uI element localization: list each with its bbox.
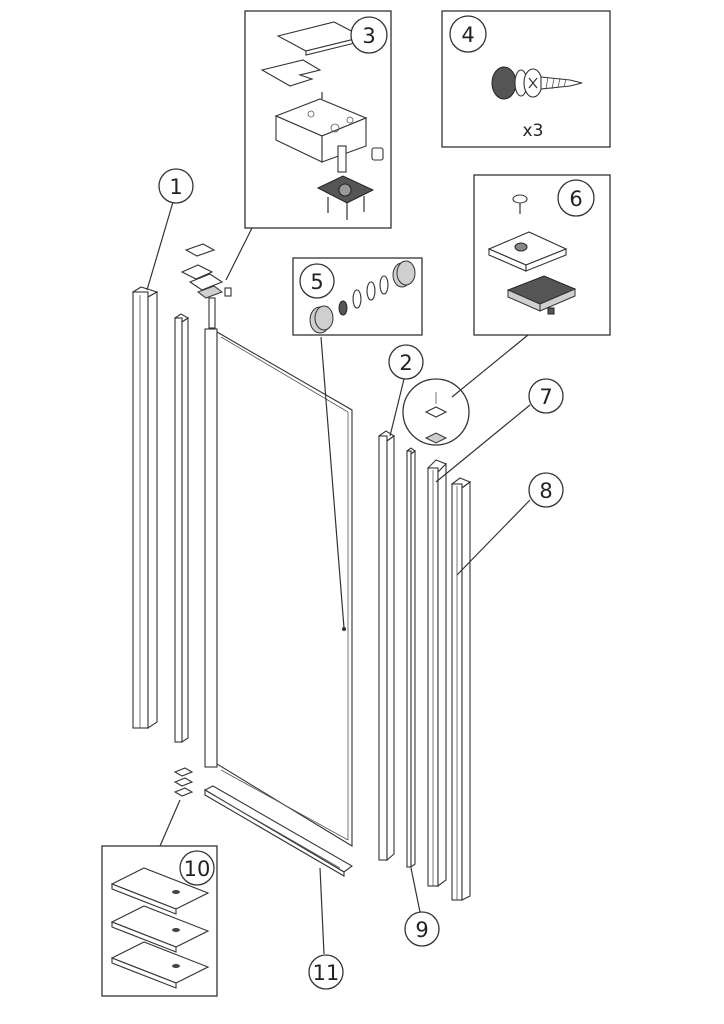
callout-5 (299, 263, 335, 299)
callout-7-label: 7 (539, 385, 552, 409)
detail-box-4: 4 x3 (441, 10, 611, 148)
door-panel (204, 328, 353, 847)
detail-box-5: 5 (292, 257, 423, 336)
callout-3 (350, 16, 388, 54)
profile-2 (378, 430, 395, 862)
bottom-spacers (173, 767, 194, 797)
callout-4-label: 4 (461, 23, 474, 47)
callout-11: 11 (308, 954, 344, 990)
leader-lines (146, 201, 531, 955)
magnified-detail-circle (402, 378, 470, 446)
bracket-2 (110, 905, 210, 953)
profile-7 (427, 459, 447, 888)
callout-1: 1 (158, 168, 194, 204)
bottom-seal-11 (203, 785, 353, 877)
detail-box-10: 10 (101, 845, 218, 997)
detail-box-6: 6 (473, 174, 611, 336)
callout-9: 9 (404, 911, 440, 947)
callout-5-label: 5 (310, 270, 323, 294)
wall-profile-1 (131, 286, 159, 730)
callout-6-label: 6 (569, 187, 582, 211)
profile-8 (450, 477, 472, 901)
callout-7: 7 (528, 378, 564, 414)
callout-2-label: 2 (399, 351, 412, 375)
inner-profile-left (173, 313, 190, 744)
detail-box-3: 3 (244, 10, 392, 229)
callout-2: 2 (388, 344, 424, 380)
callout-1-label: 1 (169, 175, 182, 199)
callout-8: 8 (528, 472, 564, 508)
callout-9-label: 9 (415, 918, 428, 942)
callout-6 (557, 179, 595, 217)
callout-10 (179, 850, 215, 886)
callout-3-label: 3 (362, 24, 375, 48)
callout-8-label: 8 (539, 479, 552, 503)
hinge-small-parts (180, 243, 232, 329)
bracket-1 (110, 867, 210, 915)
screw-quantity: x3 (523, 121, 544, 141)
profile-9 (406, 447, 416, 869)
bracket-3 (110, 941, 210, 989)
callout-10-label: 10 (184, 857, 211, 881)
callout-4 (449, 15, 487, 53)
callout-11-label: 11 (313, 961, 340, 985)
